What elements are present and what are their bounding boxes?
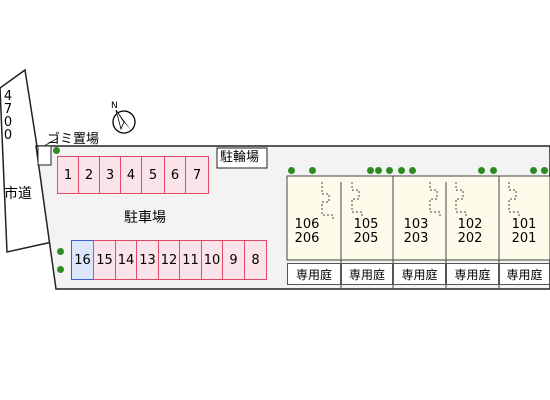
tree-icon: [541, 167, 548, 174]
north-arrow-icon: [112, 109, 136, 134]
tree-icon: [386, 167, 393, 174]
parking-space: 5: [141, 156, 165, 194]
apartment-building: [286, 175, 550, 261]
private-garden: 専用庭: [499, 263, 550, 285]
tree-icon: [57, 266, 64, 273]
tree-icon: [530, 167, 537, 174]
tree-icon: [490, 167, 497, 174]
north-mark: N: [111, 101, 118, 111]
parking-space: 11: [179, 240, 202, 280]
parking-lot-label: 駐車場: [124, 210, 166, 226]
parking-space: 2: [78, 156, 100, 194]
unit-105-205: 105 205: [346, 218, 386, 246]
unit-102-202: 102 202: [450, 218, 490, 246]
private-garden: 専用庭: [393, 263, 446, 285]
private-garden: 専用庭: [341, 263, 393, 285]
tree-icon: [398, 167, 405, 174]
parking-space: 9: [222, 240, 245, 280]
unit-lower: 203: [403, 231, 429, 246]
tree-icon: [409, 167, 416, 174]
parking-space: 4: [120, 156, 142, 194]
unit-101-201: 101 201: [504, 218, 544, 246]
garbage-box: [37, 145, 52, 166]
unit-lower: 202: [457, 231, 483, 246]
tree-icon: [53, 147, 60, 154]
city-road-label: 市道: [4, 186, 32, 202]
unit-upper: 105: [353, 217, 379, 232]
garbage-label: ゴミ置場: [47, 132, 100, 147]
parking-space: 12: [158, 240, 180, 280]
tree-icon: [288, 167, 295, 174]
bicycle-parking-box: [216, 147, 268, 169]
unit-lower: 205: [353, 231, 379, 246]
parking-space: 1: [57, 156, 79, 194]
private-garden: 専用庭: [446, 263, 499, 285]
tree-icon: [367, 167, 374, 174]
parking-space: 15: [93, 240, 116, 280]
unit-lower: 206: [294, 231, 320, 246]
parking-space: 10: [201, 240, 223, 280]
parking-space-special: 16: [71, 240, 94, 280]
unit-upper: 103: [403, 217, 429, 232]
parking-space: 7: [185, 156, 209, 194]
bicycle-parking-label: 駐輪場: [220, 150, 260, 165]
tree-icon: [478, 167, 485, 174]
tree-icon: [57, 248, 64, 255]
tree-icon: [309, 167, 316, 174]
unit-upper: 101: [511, 217, 537, 232]
unit-upper: 102: [457, 217, 483, 232]
unit-106-206: 106 206: [287, 218, 327, 246]
parking-space: 3: [99, 156, 121, 194]
parking-space: 6: [164, 156, 186, 194]
unit-103-203: 103 203: [396, 218, 436, 246]
parking-space: 13: [136, 240, 159, 280]
parking-space: 14: [115, 240, 137, 280]
unit-lower: 201: [511, 231, 537, 246]
tree-icon: [375, 167, 382, 174]
private-garden: 専用庭: [287, 263, 341, 285]
parking-space: 8: [244, 240, 267, 280]
unit-upper: 106: [294, 217, 320, 232]
